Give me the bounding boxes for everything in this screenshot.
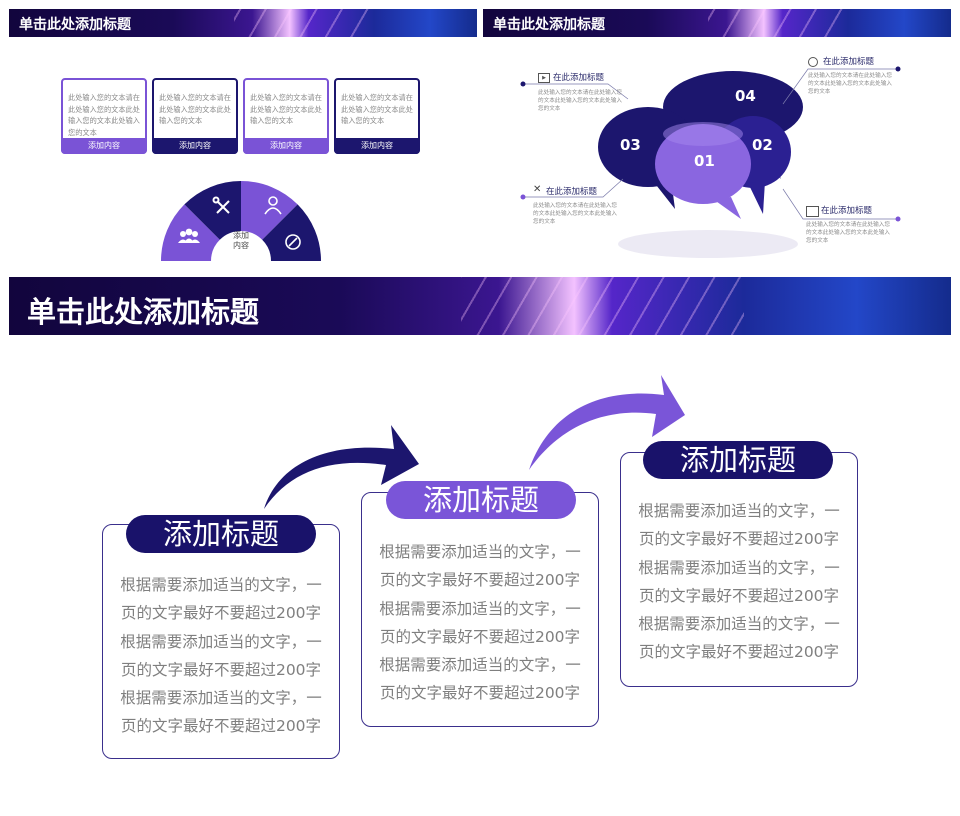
- text-line: 根据需要添加适当的文字，一: [120, 689, 322, 708]
- text-line: 根据需要添加适当的文字，一: [638, 615, 840, 634]
- bubble-01: [655, 124, 751, 204]
- arrow-step-1-to-2: [264, 425, 419, 509]
- person-icon: [264, 196, 282, 215]
- content-card: 此处输入您的文本请在此处输入您的文本此处输入您的文本 添加内容: [243, 78, 329, 154]
- card-label: 添加内容: [152, 138, 238, 154]
- slide-title: 单击此处添加标题: [19, 17, 131, 33]
- step-heading: 添加标题: [643, 441, 833, 479]
- text-line: 根据需要添加适当的文字，一: [120, 576, 322, 594]
- card-text: 此处输入您的文本请在此处输入您的文本此处输入您的文本: [341, 93, 413, 125]
- text-line: 根据需要添加适当的文字，一: [379, 599, 581, 618]
- text-line: 页的文字最好不要超过200字: [379, 684, 581, 703]
- step-heading: 添加标题: [126, 515, 316, 553]
- step-text: 根据需要添加适当的文字，一 页的文字最好不要超过200字 根据需要添加适当的文字…: [109, 571, 333, 741]
- slide-banner: 单击此处添加标题: [9, 9, 477, 37]
- text-line: 根据需要添加适当的文字，一: [379, 543, 581, 561]
- card-text: 此处输入您的文本请在此处输入您的文本此处输入您的文本此处输入您的文本: [68, 93, 140, 137]
- text-line: 页的文字最好不要超过200字: [638, 643, 840, 662]
- tools-icon: ✕: [533, 184, 542, 195]
- arrow-step-2-to-3: [529, 375, 685, 470]
- callout-heading: 在此添加标题: [821, 206, 873, 216]
- callout-body: 此处输入您的文本请在此处输入您的文本此处输入您的文本此处输入您的文本: [806, 222, 890, 244]
- video-icon: ▶: [538, 73, 550, 83]
- text-line: 根据需要添加适当的文字，一: [638, 558, 840, 577]
- step-text: 根据需要添加适当的文字，一 页的文字最好不要超过200字 根据需要添加适当的文字…: [368, 538, 592, 708]
- people-icon: [178, 228, 200, 243]
- tools-icon: [212, 196, 230, 214]
- callout-body: 此处输入您的文本请在此处输入您的文本此处输入您的文本此处输入您的文本: [808, 73, 892, 95]
- step-card: [361, 492, 599, 727]
- card-label: 添加内容: [334, 138, 420, 154]
- center-label-line: 内容: [233, 241, 249, 250]
- step-text: 根据需要添加适当的文字，一 页的文字最好不要超过200字 根据需要添加适当的文字…: [627, 497, 851, 667]
- center-label: 添加 内容: [223, 231, 259, 251]
- bubble-label: 02: [752, 136, 773, 154]
- card-label: 添加内容: [61, 138, 147, 154]
- text-line: 页的文字最好不要超过200字: [638, 530, 840, 549]
- callout-heading: 在此添加标题: [553, 73, 605, 83]
- segment-tools: [184, 180, 241, 240]
- speech-bubble-diagram: [598, 71, 803, 258]
- slide-banner: 单击此处添加标题: [9, 277, 951, 335]
- segment-compass: [262, 204, 322, 261]
- thumbnail-slide-1[interactable]: 单击此处添加标题 此处输入您的文本请在此处输入您的文本此处输入您的文本此处输入您…: [9, 9, 477, 271]
- callout-lines: [520, 66, 901, 222]
- card-text: 此处输入您的文本请在此处输入您的文本此处输入您的文本: [250, 93, 322, 125]
- clock-icon: [808, 57, 818, 67]
- callout-heading: 在此添加标题: [823, 57, 875, 67]
- text-line: 页的文字最好不要超过200字: [638, 586, 840, 605]
- content-card: 此处输入您的文本请在此处输入您的文本此处输入您的文本此处输入您的文本 添加内容: [61, 78, 147, 154]
- text-line: 页的文字最好不要超过200字: [379, 627, 581, 646]
- text-line: 页的文字最好不要超过200字: [379, 571, 581, 590]
- text-line: 根据需要添加适当的文字，一: [379, 656, 581, 675]
- slide-banner: 单击此处添加标题: [483, 9, 951, 37]
- text-line: 页的文字最好不要超过200字: [120, 660, 322, 679]
- text-line: 根据需要添加适当的文字，一: [638, 502, 840, 520]
- bubble-label: 04: [735, 87, 756, 105]
- text-line: 根据需要添加适当的文字，一: [120, 632, 322, 651]
- slide-title: 单击此处添加标题: [493, 17, 605, 33]
- card-label: 添加内容: [243, 138, 329, 154]
- compass-icon: [285, 234, 301, 250]
- bubble-label: 03: [620, 136, 641, 154]
- content-card: 此处输入您的文本请在此处输入您的文本此处输入您的文本 添加内容: [334, 78, 420, 154]
- team-icon: [806, 206, 819, 217]
- step-card: [620, 452, 858, 687]
- arrow-graphics: [264, 375, 685, 509]
- main-slide[interactable]: 单击此处添加标题 添加标题 根据需要添加适当的文字，一 页的文字最好不要超过20…: [9, 277, 951, 807]
- step-card: [102, 524, 340, 759]
- slide-title: 单击此处添加标题: [27, 295, 260, 329]
- segment-person: [241, 180, 298, 240]
- thumbnail-slide-2[interactable]: 单击此处添加标题 04 03 01 02 ▶ 在此添加标题 此处输入您的文本请在…: [483, 9, 951, 271]
- text-line: 页的文字最好不要超过200字: [120, 717, 322, 736]
- callout-body: 此处输入您的文本请在此处输入您的文本此处输入您的文本此处输入您的文本: [533, 203, 617, 225]
- center-label-line: 添加: [233, 231, 249, 240]
- semicircle-diagram: [160, 180, 322, 261]
- content-card: 此处输入您的文本请在此处输入您的文本此处输入您的文本 添加内容: [152, 78, 238, 154]
- text-line: 页的文字最好不要超过200字: [120, 604, 322, 623]
- callout-heading: 在此添加标题: [546, 187, 598, 197]
- card-text: 此处输入您的文本请在此处输入您的文本此处输入您的文本: [159, 93, 231, 125]
- bubble-label: 01: [694, 152, 715, 170]
- callout-body: 此处输入您的文本请在此处输入您的文本此处输入您的文本此处输入您的文本: [538, 90, 622, 112]
- step-heading: 添加标题: [386, 481, 576, 519]
